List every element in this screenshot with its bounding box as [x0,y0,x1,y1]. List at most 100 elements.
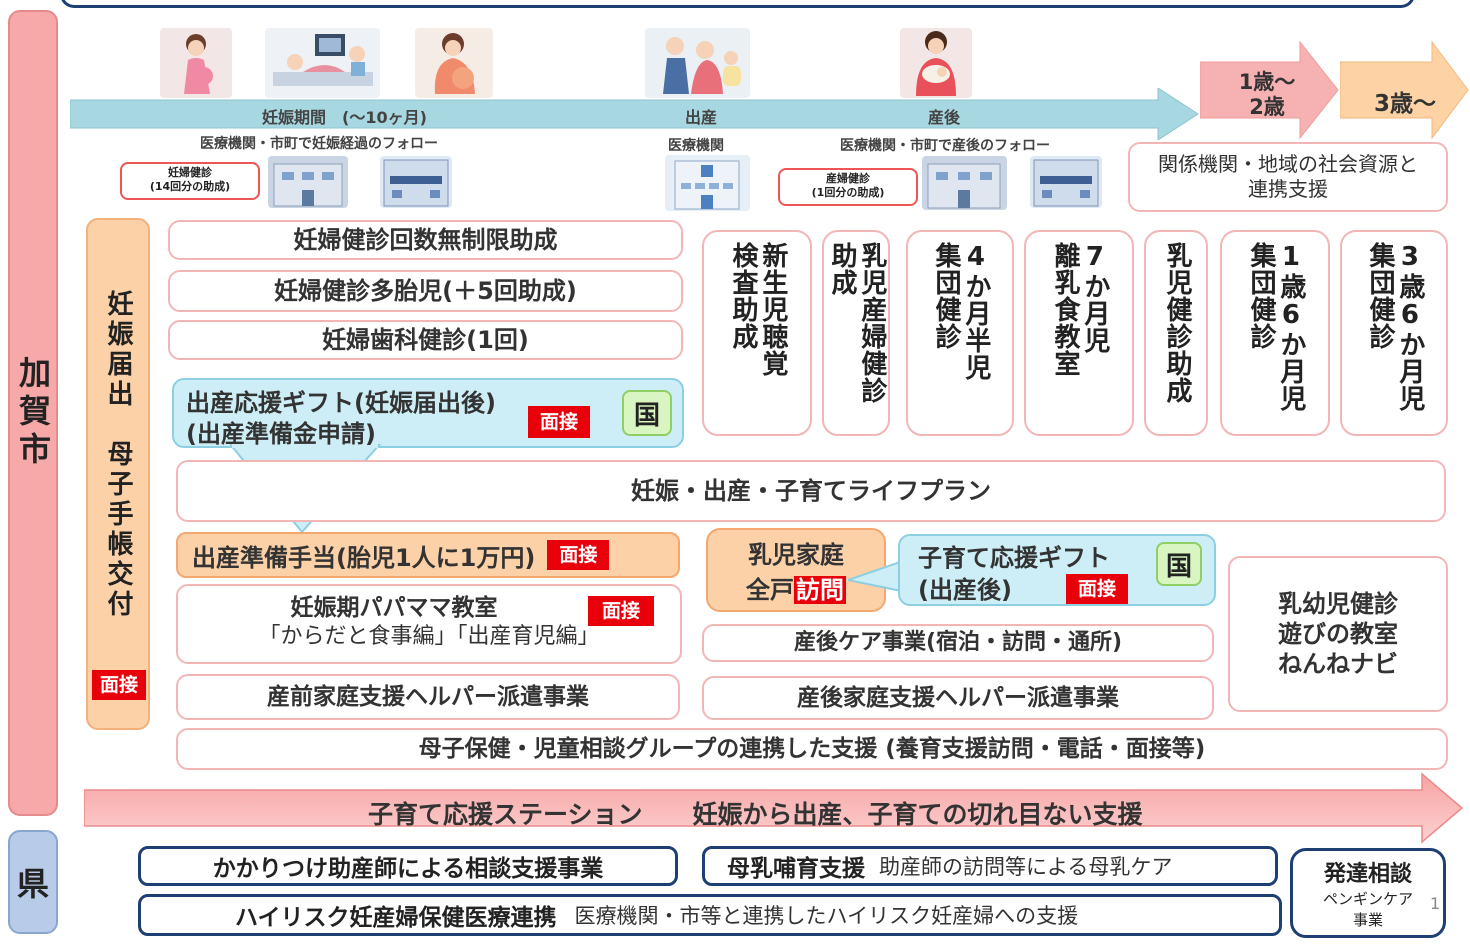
infant-checkup-box: 乳幼児健診 遊びの教室 ねんねナビ [1228,556,1448,712]
midwife-support-box: かかりつけ助産師による相談支援事業 [138,846,678,886]
dental-checkup-text: 妊婦歯科健診(1回) [322,326,529,354]
followup-postpartum: 医療機関・市町で産後のフォロー [840,138,1050,154]
postnatal-helper-text: 産後家庭支援ヘルパー派遣事業 [797,684,1119,711]
midwife-support-text: かかりつけ助産師による相談支援事業 [212,856,604,882]
national-badge-2: 国 [1156,542,1202,586]
highrisk-support-box: ハイリスク妊産婦保健医療連携 医療機関・市等と連携したハイリスク妊産婦への支援 [138,894,1282,936]
prefecture-bar: 県 [8,830,58,934]
station-text: 子育て応援ステーション 妊娠から出産、子育ての切れ目ない支援 [368,800,1143,829]
age-arrow-3 [1340,40,1469,140]
three-year-checkup-text: 3歳6か月児 集団健診 [1365,242,1425,412]
cooperation-text: 関係機関・地域の社会資源と連携支援 [1158,152,1418,201]
infant-visit-box: 乳児家庭 全戸訪問 [706,528,886,612]
interview-tag: 面接 [588,596,655,626]
infant-visit-line1: 乳児家庭 [748,541,844,569]
national-badge: 国 [622,390,672,436]
prenatal-helper-box: 産前家庭支援ヘルパー派遣事業 [176,674,680,720]
infant-visit-all-households: 全戸 [746,576,794,604]
postpartum-care-box: 産後ケア事業(宿泊・訪問・通所) [702,624,1214,662]
prefecture-label: 県 [16,865,49,903]
interview-tag: 面接 [1066,574,1129,604]
birth-allowance-text: 出産準備手当(胎児1人に1万円) [192,543,536,572]
group-support-box: 母子保健・児童相談グループの連携した支援 (養育支援訪問・電話・面接等) [176,728,1448,770]
interview-tag: 面接 [528,406,591,438]
preg-checkup-callout: 妊婦健診 (14回分の助成) [120,162,260,200]
eighteen-month-checkup-box: 1歳6か月児 集団健診 [1220,230,1330,436]
station-arrow [84,772,1464,844]
birth-gift-line2: (出産準備金申請) [186,420,376,448]
infant-checkup-subsidy-box: 乳児健診助成 [1144,230,1208,436]
three-year-checkup-box: 3歳6か月児 集団健診 [1340,230,1448,436]
unlimited-checkup: 妊婦健診回数無制限助成 [168,220,683,260]
lifeplan-box: 妊娠・出産・子育てライフプラン [176,460,1446,522]
family-birth-icon [645,28,750,98]
pregnant-woman-icon [160,28,232,98]
health-center-2-icon [1030,156,1102,208]
multiple-checkup-text: 妊婦健診多胎児(＋5回助成) [274,277,577,305]
clinic-building-2-icon [922,156,1007,210]
infant-visit-line2: 全戸訪問 [746,570,846,605]
birth-gift-box [172,378,684,448]
timeline-arrow [70,88,1199,140]
pregnancy-notice-bar: 妊娠届出 母子手帳交付 [86,218,150,730]
birth-gift-line1: 出産応援ギフト(妊娠届出後) [186,389,496,417]
top-frame [60,0,1415,8]
pregnant-sitting-icon [415,28,493,98]
unlimited-checkup-text: 妊婦健診回数無制限助成 [293,226,558,254]
hospital-building-icon [665,155,750,211]
timeline-pregnancy: 妊娠期間 (～10ヶ月) [262,108,427,127]
health-center-icon [380,156,452,208]
development-consult-line1: 発達相談 [1323,862,1412,887]
weaning-class-box: 7か月児 離乳食教室 [1024,230,1134,436]
cooperation-box: 関係機関・地域の社会資源と連携支援 [1128,142,1448,212]
infant-visit-visit: 訪問 [794,576,846,604]
post-checkup-callout: 産婦健診 (1回分の助成) [778,168,918,206]
development-consult-box: 発達相談 ペンギンケア 事業 [1290,848,1446,938]
hearing-test-box: 新生児聴覚 検査助成 [702,230,812,436]
development-consult-line3: 事業 [1352,911,1383,929]
papamama-interview: 面接 [588,596,655,626]
four-month-checkup-box: 4か月半児 集団健診 [906,230,1014,436]
weaning-class-text: 7か月児 離乳食教室 [1050,242,1110,377]
page-number: 1 [1430,894,1441,913]
breastfeeding-support-box: 母乳哺育支援 助産師の訪問等による母乳ケア [702,846,1278,886]
papamama-line2: 「からだと食事編」「出産育児編」 [258,623,600,649]
mother-baby-icon [900,28,972,98]
hearing-test-text: 新生児聴覚 検査助成 [728,242,788,377]
highrisk-detail: 医療機関・市等と連携したハイリスク妊産婦への支援 [574,904,1079,928]
age-3: 3歳～ [1373,91,1436,117]
infant-checkup-subsidy-text: 乳児健診助成 [1161,242,1192,404]
dental-checkup: 妊婦歯科健診(1回) [168,320,683,360]
interview-tag: 面接 [91,670,146,700]
multiple-checkup: 妊婦健診多胎児(＋5回助成) [168,270,683,312]
prenatal-helper-text: 産前家庭支援ヘルパー派遣事業 [267,683,589,710]
postnatal-helper-box: 産後家庭支援ヘルパー派遣事業 [702,676,1214,720]
clinic-building-icon [268,156,348,208]
age-1-2: 1歳～ 2歳 [1238,70,1296,120]
four-month-checkup-text: 4か月半児 集団健診 [931,242,991,381]
childcare-gift-line2: (出産後) [918,576,1012,604]
followup-pregnancy: 医療機関・市町で妊娠経過のフォロー [200,136,438,152]
gift1-interview: 面接 [528,406,591,438]
city-bar: 加賀市 [8,10,58,816]
childcare-gift-line1: 子育て応援ギフト [918,544,1110,572]
city-label: 加賀市 [14,356,52,470]
papamama-line1: 妊娠期パパママ教室 [290,595,498,621]
timeline-postpartum: 産後 [928,108,961,127]
interview-tag: 面接 [547,540,610,570]
eighteen-month-checkup-text: 1歳6か月児 集団健診 [1246,242,1306,412]
pregnancy-notice-text: 妊娠届出 母子手帳交付 [103,290,133,620]
breastfeeding-title: 母乳哺育支援 [727,856,865,882]
lifeplan-text: 妊娠・出産・子育てライフプラン [631,477,991,505]
infant-maternal-checkup-text: 乳児産婦健診 助成 [827,242,887,404]
birth-allowance-box: 出産準備手当(胎児1人に1万円) 面接 [176,532,680,578]
group-support-text: 母子保健・児童相談グループの連携した支援 (養育支援訪問・電話・面接等) [418,735,1206,762]
infant-maternal-checkup-box: 乳児産婦健診 助成 [822,230,890,436]
highrisk-title: ハイリスク妊産婦保健医療連携 [235,905,557,931]
development-consult-line2: ペンギンケア [1322,890,1413,908]
ultrasound-exam-icon [265,28,380,98]
gift2-interview: 面接 [1066,574,1129,604]
age-arrow-1 [1200,40,1339,140]
timeline-birth: 出産 [685,108,718,127]
notice-interview-tag: 面接 [80,670,158,700]
